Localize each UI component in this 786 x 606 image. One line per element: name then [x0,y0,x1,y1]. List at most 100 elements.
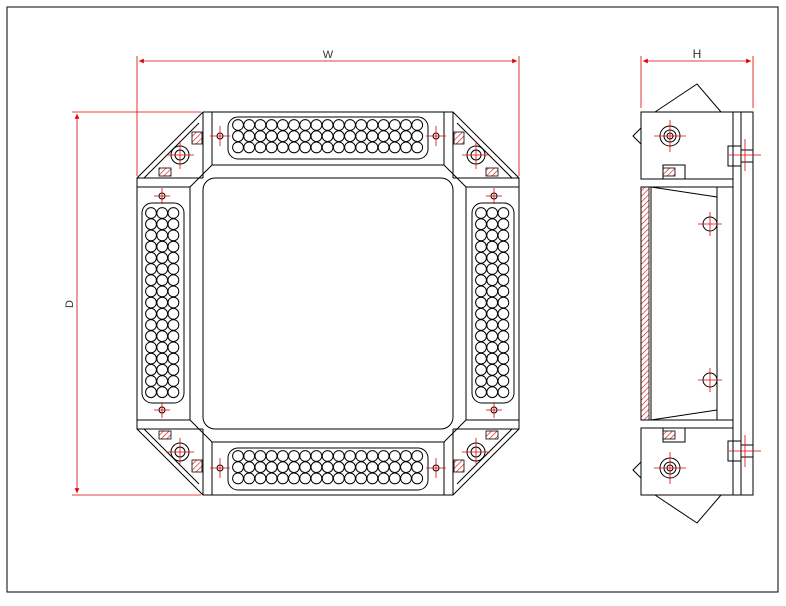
roller-bottom [377,472,390,485]
roller-top [243,130,256,143]
roller-right [486,341,499,354]
roller-top [288,141,300,154]
roller-bottom [400,472,412,485]
roller-left [167,207,180,219]
side-marks [654,120,761,484]
roller-top [344,130,356,143]
roller-left [156,207,169,219]
roller-right [486,363,499,376]
roller-left [167,274,180,287]
roller-bottom [310,450,323,462]
roller-left [167,363,180,376]
roller-top [310,119,323,131]
roller-right [475,218,487,231]
roller-top [232,119,244,131]
roller-right [475,274,487,287]
roller-bottom [366,461,379,474]
roller-right [486,285,499,298]
roller-left [156,285,169,298]
dimension-d [72,111,201,496]
roller-right [475,285,487,298]
roller-bottom [332,472,345,485]
roller-bottom [265,461,278,474]
roller-top [232,141,244,154]
roller-bottom [288,461,300,474]
roller-top [254,141,267,154]
roller-left [145,229,157,242]
roller-top [276,130,289,143]
roller-left [156,263,169,275]
roller-bottom [276,461,289,474]
roller-bottom [377,461,390,474]
roller-right [475,296,487,309]
roller-top [265,119,278,131]
side-bottom-block [640,427,734,496]
roller-right [497,296,510,309]
dimension-h-label: H [693,47,702,61]
roller-top [243,119,256,131]
roller-bottom [366,472,379,485]
roller-top [321,130,334,143]
roller-bottom [411,461,424,474]
roller-bottom [276,472,289,485]
roller-left [156,363,169,376]
roller-bottom [299,472,312,485]
roller-right [475,307,487,320]
roller-bottom [411,450,424,462]
drawing-border [6,6,779,593]
roller-left [145,307,157,320]
roller-left [167,386,180,399]
roller-top [321,119,334,131]
roller-right [486,375,499,387]
roller-top [332,119,345,131]
side-right-bar [740,111,754,496]
roller-top [400,130,412,143]
roller-right [475,229,487,242]
roller-left [145,263,157,275]
roller-bottom [321,472,334,485]
roller-right [486,274,499,287]
roller-right [475,251,487,264]
roller-left [156,319,169,331]
roller-top [254,130,267,143]
roller-top [344,119,356,131]
roller-top [366,130,379,143]
side-view [632,83,754,524]
roller-bottom [243,472,256,485]
roller-bottom [344,461,356,474]
roller-left [156,341,169,354]
roller-top [232,130,244,143]
roller-right [475,240,487,253]
roller-bottom [299,461,312,474]
roller-bottom [388,450,401,462]
roller-carrier-bottom [227,447,429,491]
roller-right [497,375,510,387]
roller-bottom [299,450,312,462]
roller-top [276,119,289,131]
roller-right [497,263,510,275]
roller-bottom [344,450,356,462]
roller-right [497,386,510,399]
roller-top [355,119,368,131]
hatched-blocks [158,131,499,473]
roller-bottom [243,450,256,462]
roller-bottom [321,450,334,462]
roller-bottom [265,472,278,485]
outer-body [136,111,520,496]
roller-right [475,352,487,365]
left-plate [136,186,191,421]
roller-top [288,130,300,143]
inner-frame [189,164,467,443]
roller-right [486,229,499,242]
roller-right [486,319,499,331]
roller-top [388,130,401,143]
roller-top [377,141,390,154]
roller-carrier-left [141,202,185,404]
roller-top [377,130,390,143]
roller-left [167,319,180,331]
roller-bottom [254,472,267,485]
roller-top [299,141,312,154]
side-inner-panel [650,186,718,421]
roller-top [265,141,278,154]
